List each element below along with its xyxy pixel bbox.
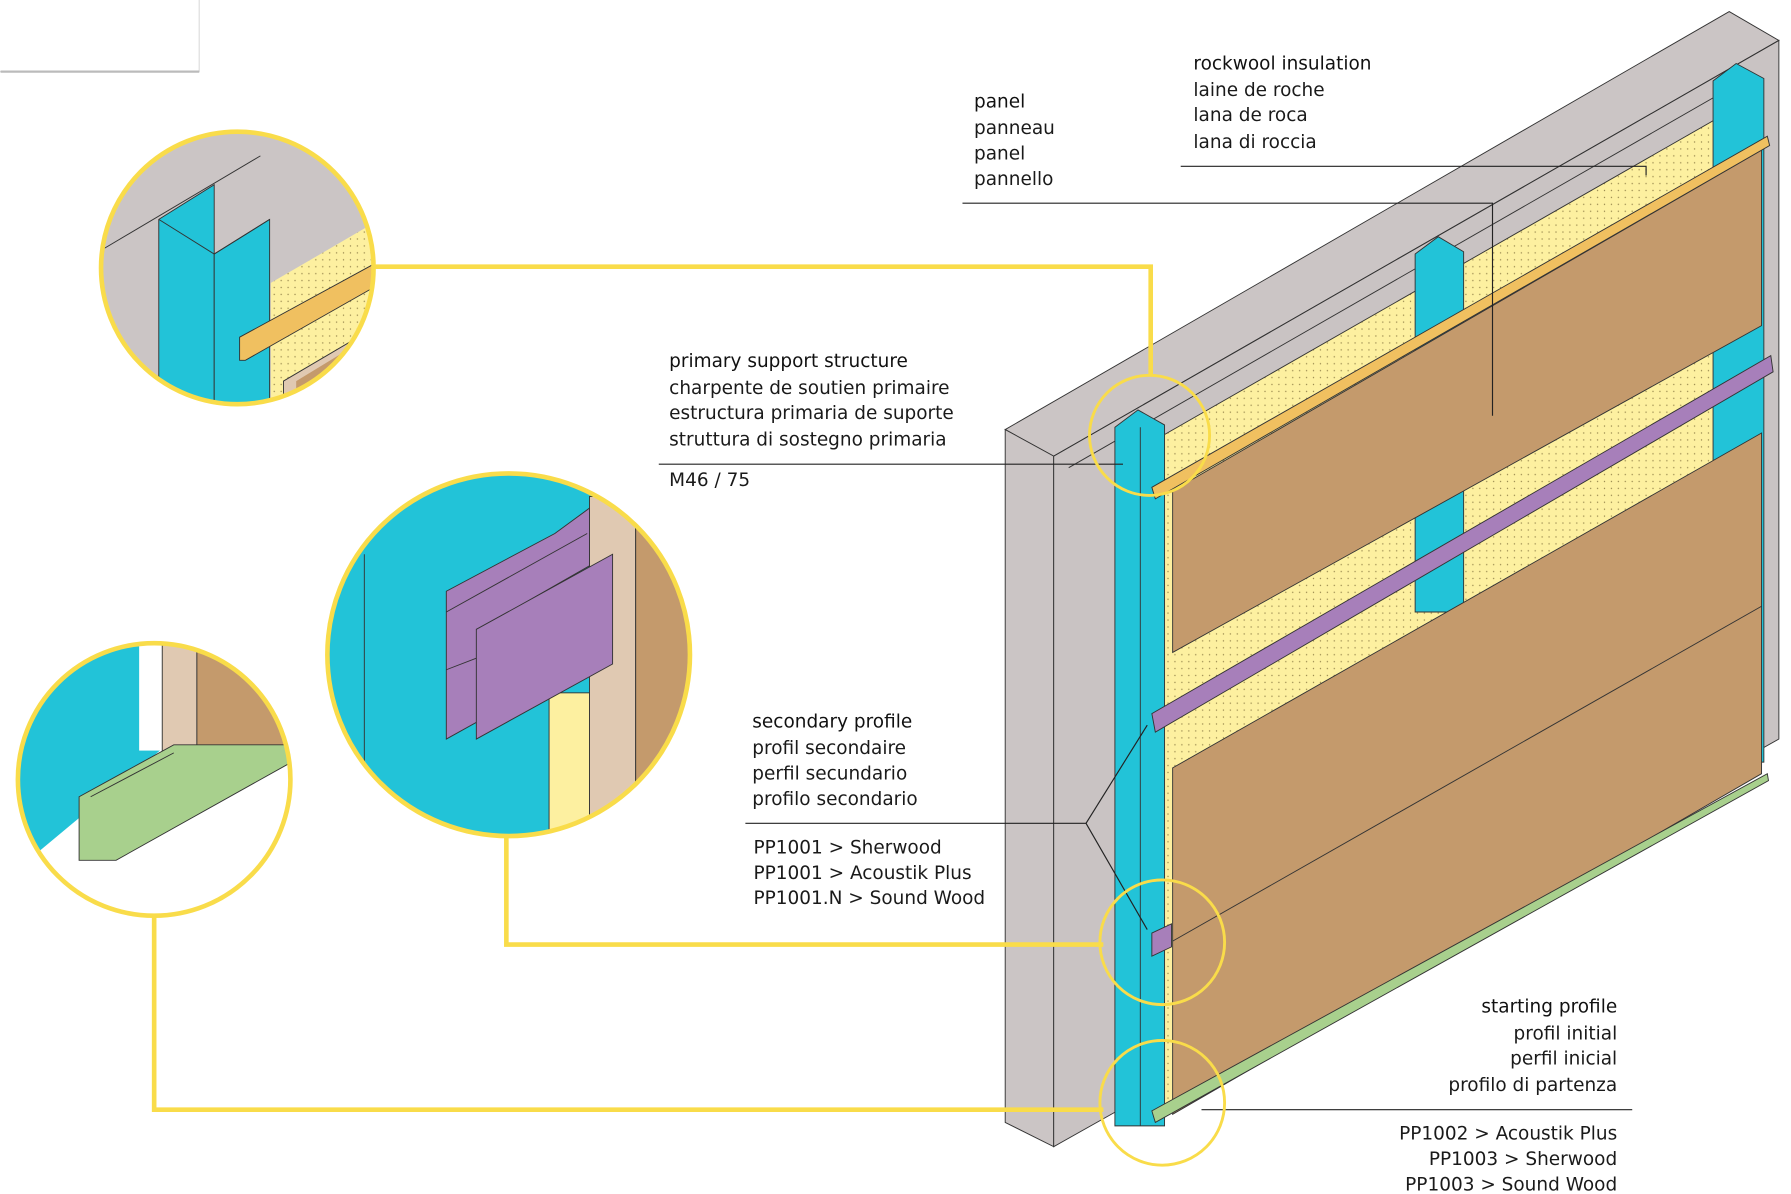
detail-secondary-profile	[325, 471, 693, 839]
label-line: starting profile	[1481, 997, 1617, 1018]
product-line: PP1001.N > Sound Wood	[753, 888, 985, 909]
label-line: charpente de soutien primaire	[669, 378, 949, 399]
label-line: pannello	[974, 169, 1053, 190]
secondary-profile-rail	[1151, 354, 1774, 733]
label-line: perfil secundario	[752, 763, 907, 784]
leader-lines	[658, 165, 1647, 1111]
label-line: estructura primaria de suporte	[669, 403, 954, 424]
label-rockwool: rockwool insulation laine de roche lana …	[1193, 53, 1371, 153]
label-line: profil initial	[1514, 1023, 1618, 1044]
product-line: PP1002 > Acoustik Plus	[1399, 1124, 1617, 1145]
label-panel: panel panneau panel pannello	[974, 91, 1055, 189]
label-line: lana di roccia	[1193, 132, 1316, 153]
corner-card	[0, 0, 200, 73]
detail-top-profile	[98, 129, 376, 407]
label-line: lana de roca	[1193, 105, 1307, 126]
label-line: struttura di sostegno primaria	[669, 430, 946, 451]
label-line: profilo secondario	[752, 789, 917, 810]
label-line: panel	[974, 143, 1025, 164]
secondary-profile-clip	[1151, 923, 1172, 957]
label-line: rockwool insulation	[1193, 53, 1371, 74]
product-line: PP1001 > Acoustik Plus	[753, 863, 971, 884]
label-line: profilo di partenza	[1448, 1075, 1617, 1096]
label-line: profil secondaire	[752, 738, 906, 759]
product-line: PP1003 > Sherwood	[1429, 1149, 1617, 1170]
detail-starting-profile	[15, 640, 293, 919]
product-line: PP1001 > Sherwood	[753, 837, 941, 858]
product-line: PP1003 > Sound Wood	[1405, 1175, 1617, 1194]
label-secondary: secondary profile profil secondaire perf…	[752, 711, 985, 909]
starting-profile-rail	[1151, 772, 1769, 1124]
label-line: secondary profile	[752, 711, 912, 732]
panels	[1172, 149, 1763, 1116]
primary-code: M46 / 75	[669, 470, 750, 491]
label-line: primary support structure	[669, 351, 908, 372]
label-line: laine de roche	[1193, 80, 1324, 101]
label-line: panneau	[974, 118, 1055, 139]
label-line: perfil inicial	[1510, 1049, 1617, 1070]
label-starting: starting profile profil initial perfil i…	[1399, 997, 1617, 1194]
label-line: panel	[974, 91, 1025, 112]
label-primary: primary support structure charpente de s…	[669, 351, 954, 491]
callout-lines	[151, 264, 1227, 1167]
